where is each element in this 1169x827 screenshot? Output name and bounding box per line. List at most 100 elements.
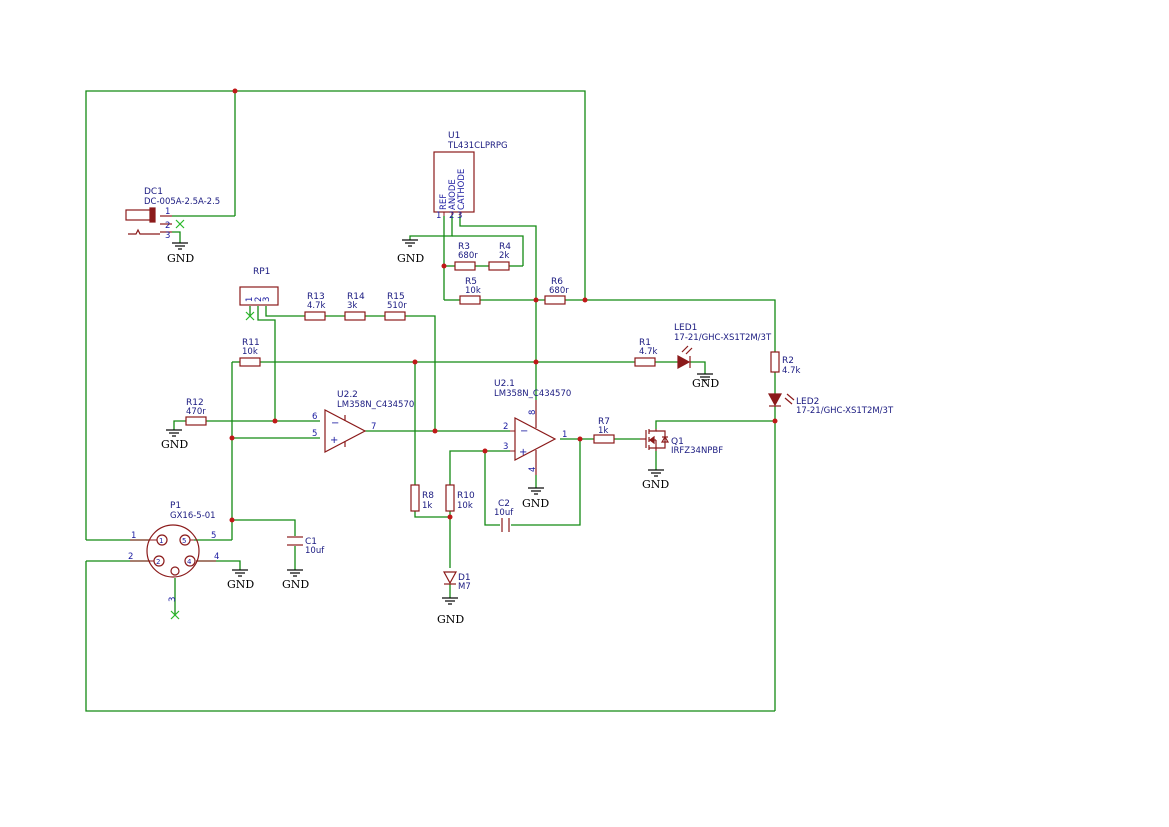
ref-label: R3 <box>458 242 470 252</box>
ref-label: U2.1 <box>494 379 515 389</box>
value-label: 3k <box>347 301 357 311</box>
value-label: LM358N_C434570 <box>337 400 414 410</box>
resistor-r6: R6 680r <box>544 277 569 305</box>
wires <box>85 90 776 712</box>
junction-dot <box>533 359 539 365</box>
resistor-r1: R1 4.7k <box>634 338 658 367</box>
value-label: 10k <box>465 286 481 296</box>
opamp-u2-1: − + 2 3 1 8 4 U2.1 LM358N_C434570 <box>494 379 571 475</box>
ground-symbol: GND <box>437 597 464 626</box>
resistor-r4: R4 2k <box>488 242 511 271</box>
value-label: M7 <box>458 582 471 592</box>
ref-label: R8 <box>422 491 434 501</box>
value-label: 4.7k <box>639 347 658 357</box>
pin-label: 6 <box>312 412 317 422</box>
ref-label: R2 <box>782 356 794 366</box>
ground-symbol: GND <box>227 569 254 591</box>
svg-text:−: − <box>331 418 339 429</box>
opamp-u2-2: − + 6 5 7 U2.2 LM358N_C434570 <box>312 390 414 453</box>
junction-dot <box>482 448 488 454</box>
ref-label: LED1 <box>674 323 697 333</box>
gnd-label: GND <box>227 578 254 591</box>
mosfet-q1: Q1 IRFZ34NPBF <box>640 429 723 456</box>
no-connect-marker <box>175 219 185 229</box>
pin-label: 1 <box>131 531 136 541</box>
ref-label: R11 <box>242 338 260 348</box>
pin-label: 3 <box>457 211 462 221</box>
ref-label: R14 <box>347 292 365 302</box>
ref-label: R10 <box>457 491 475 501</box>
diode-d1: D1 M7 <box>442 571 471 592</box>
pin-label: 1 <box>165 207 170 217</box>
value-label: IRFZ34NPBF <box>671 446 723 456</box>
capacitor-c2: C2 10uf <box>494 499 514 532</box>
ref-label: D1 <box>458 573 471 583</box>
junction-dot <box>432 428 438 434</box>
resistor-r11: R11 10k <box>239 338 261 367</box>
junction-dot <box>229 435 235 441</box>
pin-name: REF <box>439 194 449 210</box>
connector-p1: 1 5 2 4 1 2 3 4 5 P1 GX16-5-01 <box>128 501 219 620</box>
junction-dot <box>577 436 583 442</box>
junction-dot <box>772 418 778 424</box>
value-label: 1k <box>422 501 432 511</box>
value-label: 10k <box>457 501 473 511</box>
ref-label: R1 <box>639 338 651 348</box>
ground-symbol: GND <box>692 373 719 390</box>
junction-dot <box>412 359 418 365</box>
pin-label: 2 <box>449 211 454 221</box>
gnd-label: GND <box>161 438 188 451</box>
voltage-reference-u1: REF ANODE CATHODE 1 2 3 U1 TL431CLPRPG <box>433 131 508 221</box>
ref-label: U2.2 <box>337 390 358 400</box>
resistor-r15: R15 510r <box>384 292 407 321</box>
svg-text:+: + <box>330 435 338 446</box>
svg-text:2: 2 <box>156 558 160 566</box>
gnd-label: GND <box>282 578 309 591</box>
resistor-r12: R12 470r <box>185 398 207 426</box>
pin-label: 2 <box>165 221 170 231</box>
ref-label: DC1 <box>144 187 163 197</box>
value-label: 4.7k <box>307 301 326 311</box>
svg-text:4: 4 <box>187 558 192 566</box>
ref-label: U1 <box>448 131 460 141</box>
value-label: 510r <box>387 301 407 311</box>
potentiometer-rp1: 1 2 3 RP1 <box>239 267 279 321</box>
resistor-r10: R10 10k <box>445 484 475 512</box>
value-label: 1k <box>598 426 608 436</box>
no-connect-marker <box>245 311 255 321</box>
pin-label: 5 <box>211 531 216 541</box>
ground-symbol: GND <box>161 429 188 451</box>
value-label: 680r <box>549 286 569 296</box>
ref-label: R5 <box>465 277 477 287</box>
value-label: 470r <box>186 407 206 417</box>
pin-label: 4 <box>214 552 219 562</box>
gnd-label: GND <box>522 497 549 510</box>
pin-label: 3 <box>262 297 272 302</box>
pin-label: 2 <box>503 422 508 432</box>
value-label: 10uf <box>494 508 514 518</box>
resistor-r13: R13 4.7k <box>304 292 326 321</box>
led-led2: LED2 17-21/GHC-XS1T2M/3T <box>767 393 894 416</box>
pin-name: CATHODE <box>457 169 467 210</box>
junction-dot <box>582 297 588 303</box>
ref-label: R12 <box>186 398 204 408</box>
pin-label: 3 <box>503 442 508 452</box>
junction-dot <box>441 263 447 269</box>
gnd-label: GND <box>692 377 719 390</box>
junction-dot <box>232 88 238 94</box>
ref-label: RP1 <box>253 267 270 277</box>
resistor-r3: R3 680r <box>454 242 478 271</box>
junctions <box>229 88 778 523</box>
no-connect-marker <box>170 610 180 620</box>
svg-text:+: + <box>519 447 527 458</box>
ref-label: Q1 <box>671 437 684 447</box>
junction-dot <box>229 517 235 523</box>
led-led1: LED1 17-21/GHC-XS1T2M/3T <box>674 323 772 370</box>
ref-label: C2 <box>498 499 510 509</box>
ground-symbol: GND <box>167 242 194 265</box>
svg-text:−: − <box>520 426 528 437</box>
capacitor-c1: C1 10uf <box>287 536 325 556</box>
pin-label: 2 <box>128 552 133 562</box>
ref-label: R13 <box>307 292 325 302</box>
